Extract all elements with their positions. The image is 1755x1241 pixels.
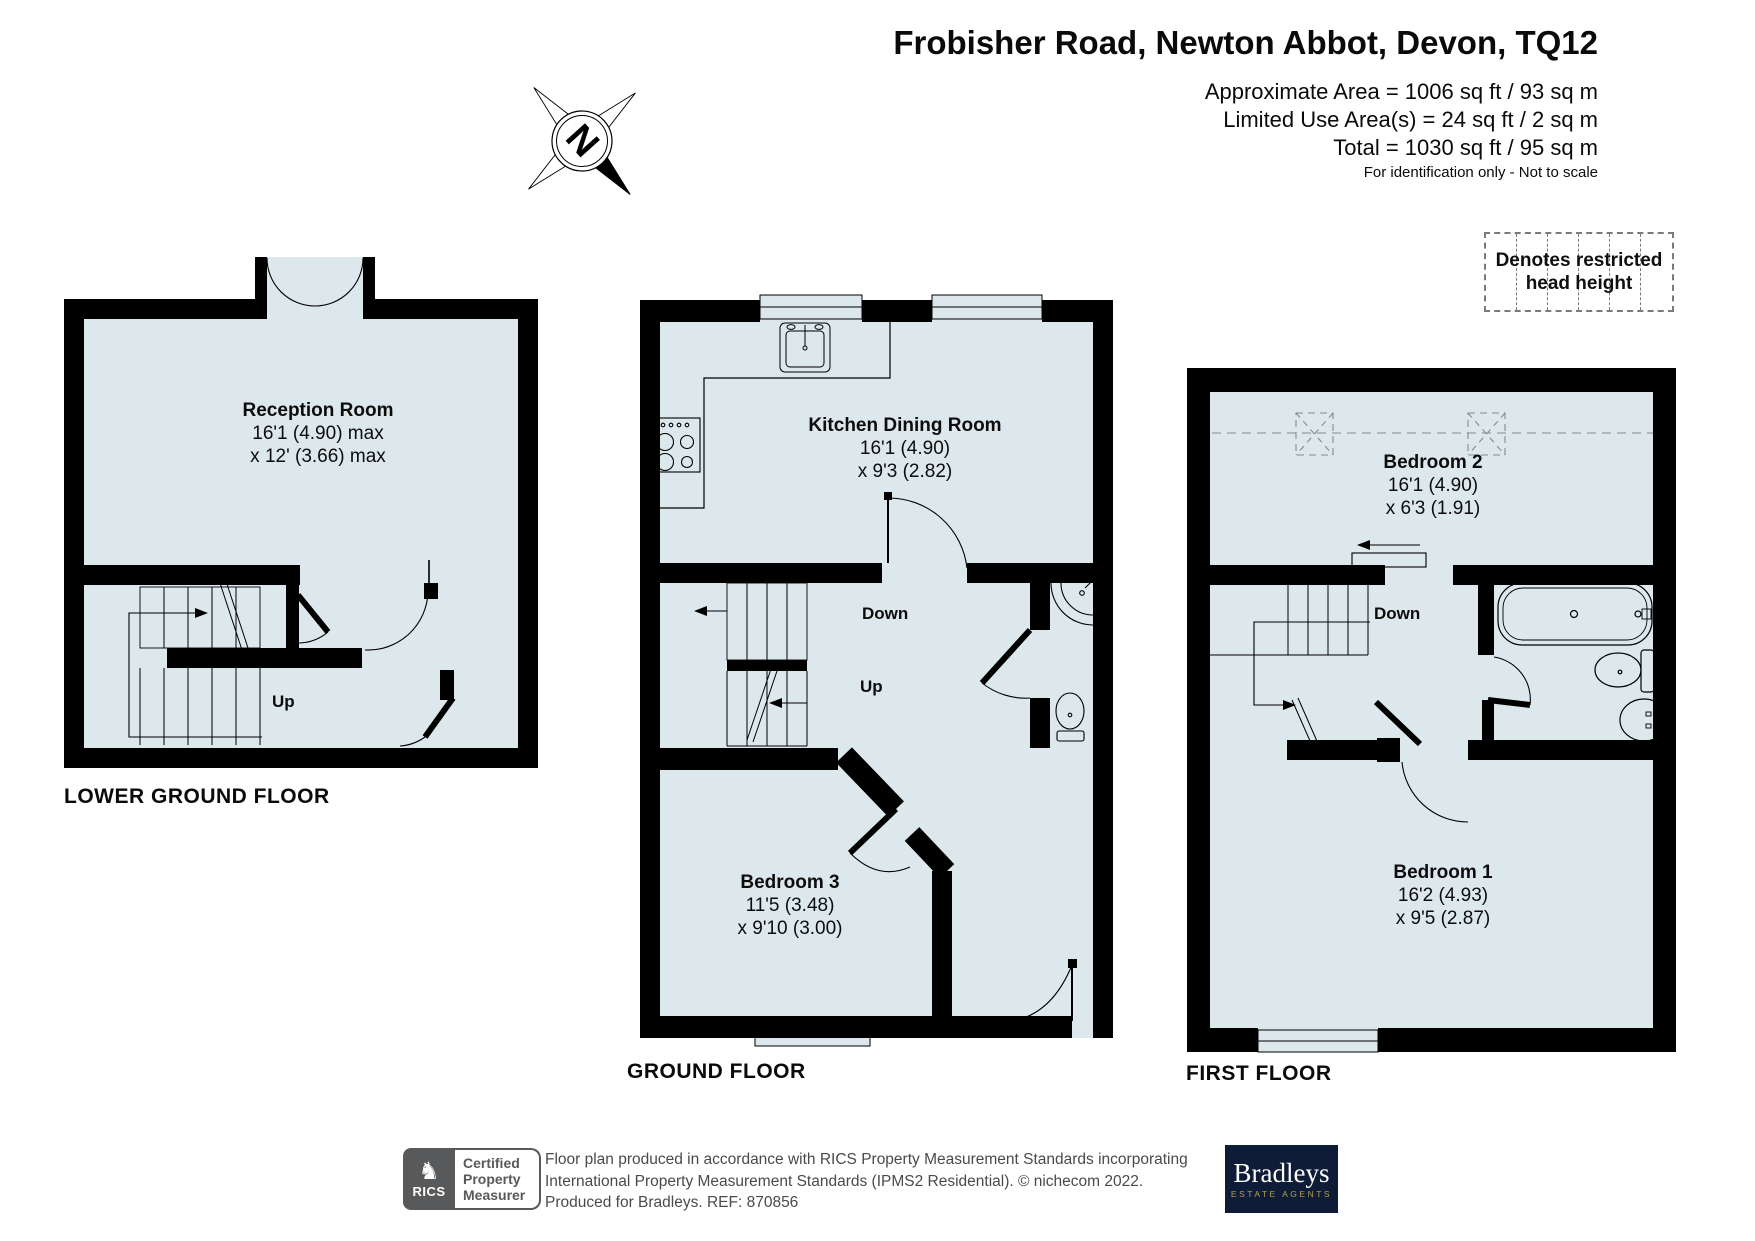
bedroom2-label: Bedroom 2 16'1 (4.90) x 6'3 (1.91)	[1293, 451, 1573, 520]
walls	[1187, 368, 1676, 1052]
lower-ground-floor-label: LOWER GROUND FLOOR	[64, 785, 330, 808]
first-floor-plan	[1187, 368, 1676, 1053]
rics-brand-text: RICS	[412, 1183, 446, 1199]
legend-hatch-line	[1640, 234, 1641, 310]
corner-basin	[1050, 582, 1094, 626]
limited-use-area: Limited Use Area(s) = 24 sq ft / 2 sq m	[1223, 107, 1598, 132]
room-dim: x 9'5 (2.87)	[1395, 908, 1491, 929]
disclaimer-line3: Produced for Bradleys. REF: 870856	[545, 1194, 799, 1211]
bradleys-name: Bradleys	[1233, 1157, 1330, 1188]
rics-logo: ♞ RICS	[403, 1148, 455, 1210]
room-fill	[1187, 368, 1676, 1052]
approximate-area: Approximate Area = 1006 sq ft / 93 sq m	[1204, 79, 1598, 104]
cert-line: Certified	[463, 1155, 520, 1171]
legend-text-line2: head height	[1525, 273, 1633, 294]
stairs-up	[128, 574, 262, 745]
windows	[1257, 1029, 1379, 1053]
door-arc	[364, 591, 429, 651]
bedroom1-label: Bedroom 1 16'2 (4.93) x 9'5 (2.87)	[1303, 861, 1583, 930]
door-arcs	[266, 257, 430, 747]
stairs-down	[1210, 585, 1370, 751]
bradleys-logo: Bradleys ESTATE AGENTS	[1225, 1145, 1338, 1213]
legend-hatch-line	[1609, 234, 1610, 310]
angled-walls-and-leaves	[836, 627, 1033, 878]
ground-floor-plan	[640, 294, 1113, 1047]
legend-text-line1: Denotes restricted	[1495, 250, 1663, 271]
bathroom-door-arc	[1493, 656, 1531, 706]
bedroom1-door-arc	[1401, 761, 1469, 823]
restricted-head-height-markers	[1212, 412, 1653, 456]
door-leaves	[1373, 697, 1531, 747]
room-dim: 16'1 (4.90) max	[252, 423, 384, 444]
legend-hatch-line	[1516, 234, 1517, 310]
room-name: Bedroom 1	[1393, 862, 1493, 883]
walls	[640, 300, 1113, 1038]
room-fill	[640, 300, 1113, 1038]
wc-fixtures	[1050, 581, 1094, 742]
room-dim: 16'2 (4.93)	[1397, 885, 1489, 906]
reception-room-label: Reception Room 16'1 (4.90) max x 12' (3.…	[178, 399, 458, 468]
room-dim: 11'5 (3.48)	[745, 895, 835, 916]
bradleys-tagline: ESTATE AGENTS	[1230, 1188, 1333, 1199]
rics-certified-badge: ♞ RICS Certified Property Measurer	[403, 1148, 541, 1210]
legend-text: Denotes restricted head height	[1486, 249, 1672, 295]
room-name: Kitchen Dining Room	[808, 415, 1002, 436]
stair-direction-arrow	[195, 608, 208, 618]
room-name: Reception Room	[242, 400, 394, 421]
area-summary: Approximate Area = 1006 sq ft / 93 sq m …	[1205, 78, 1598, 162]
stair-up-label-lgf: Up	[272, 692, 295, 711]
lower-ground-floor-plan	[64, 257, 538, 768]
door-arc	[399, 736, 426, 747]
stair-direction-arrow	[1283, 700, 1296, 710]
bedroom3-label: Bedroom 3 11'5 (3.48) x 9'10 (3.00)	[650, 871, 930, 940]
french-door-arc	[314, 257, 364, 307]
legend-hatch-line	[1578, 234, 1579, 310]
door-leaf	[847, 806, 899, 856]
room-fill	[64, 257, 538, 768]
stair-down-label-ff: Down	[1374, 604, 1421, 623]
cert-line: Measurer	[463, 1187, 526, 1203]
room-dim: x 12' (3.66) max	[250, 446, 386, 467]
kitchen-sink	[779, 322, 831, 373]
page-title: Frobisher Road, Newton Abbot, Devon, TQ1…	[893, 24, 1598, 61]
restricted-head-height-legend: Denotes restricted head height	[1484, 232, 1674, 312]
disclaimer-line2: International Property Measurement Stand…	[545, 1172, 1144, 1190]
cert-line: Property	[463, 1171, 521, 1187]
total-area: Total = 1030 sq ft / 95 sq m	[1333, 135, 1598, 160]
room-dim: 16'1 (4.90)	[859, 438, 951, 459]
room-dim: x 9'10 (3.00)	[737, 918, 843, 939]
stair-down-label-gf: Down	[862, 604, 909, 623]
wc-door-arc	[981, 682, 1031, 699]
kitchen-counter	[660, 322, 891, 509]
room-dim: x 9'3 (2.82)	[857, 461, 953, 482]
disclaimer-line1: Floor plan produced in accordance with R…	[545, 1151, 1188, 1168]
rics-lion-icon: ♞	[418, 1157, 440, 1185]
up-arrow	[769, 698, 782, 708]
footer-disclaimer: Floor plan produced in accordance with R…	[545, 1149, 1188, 1214]
kitchen-dining-room-label: Kitchen Dining Room 16'1 (4.90) x 9'3 (2…	[765, 414, 1045, 483]
identification-note: For identification only - Not to scale	[1363, 164, 1598, 181]
room-dim: x 6'3 (1.91)	[1385, 498, 1481, 519]
hall-door-arc	[849, 852, 911, 873]
down-arrow	[694, 606, 707, 616]
compass-rose-icon: N	[528, 87, 636, 195]
room-dim: 16'1 (4.90)	[1387, 475, 1479, 496]
french-door-arc	[266, 257, 316, 307]
ground-floor-label: GROUND FLOOR	[627, 1060, 806, 1083]
stair-up-label-gf: Up	[860, 677, 883, 696]
walls	[64, 257, 538, 768]
door-arcs	[1401, 656, 1531, 823]
legend-hatch-line	[1547, 234, 1548, 310]
wardrobe-arrow	[1351, 540, 1427, 568]
kitchen-door-arc	[887, 497, 968, 569]
certified-property-measurer: Certified Property Measurer	[455, 1148, 541, 1210]
wc-door-leaf	[979, 627, 1033, 686]
door-arcs	[849, 497, 1073, 1023]
first-floor-label: FIRST FLOOR	[1186, 1062, 1332, 1085]
room-name: Bedroom 2	[1383, 452, 1483, 473]
room-name: Bedroom 3	[740, 872, 840, 893]
door-leaves	[295, 593, 456, 739]
toilet	[1055, 692, 1085, 730]
